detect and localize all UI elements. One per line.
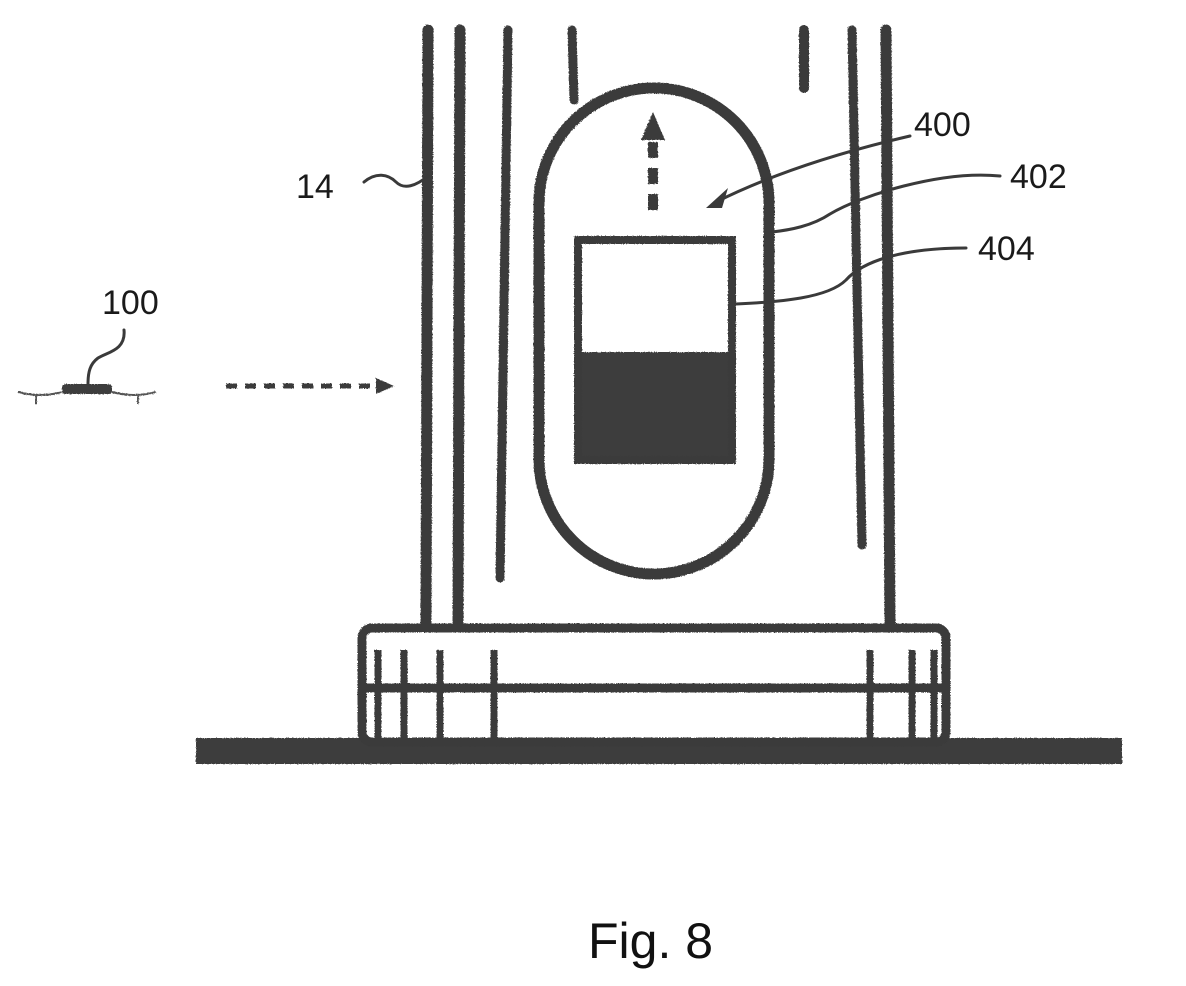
label-drone: 100: [102, 284, 159, 322]
upward-arrow-icon: [641, 112, 665, 210]
leader-arrowhead-400: [706, 188, 728, 208]
approach-arrow-icon: [226, 378, 394, 394]
leader-line-100: [88, 330, 124, 384]
label-tower: 14: [296, 168, 334, 206]
label-capsule-wall: 402: [1010, 158, 1067, 196]
leader-line-14: [364, 175, 428, 186]
label-container: 404: [978, 230, 1035, 268]
label-capsule: 400: [914, 106, 971, 144]
container-box: [578, 240, 732, 460]
figure-caption: Fig. 8: [588, 913, 713, 969]
tower-base: [362, 628, 946, 742]
tower-structure: [426, 30, 890, 625]
drone-icon: [18, 384, 156, 404]
